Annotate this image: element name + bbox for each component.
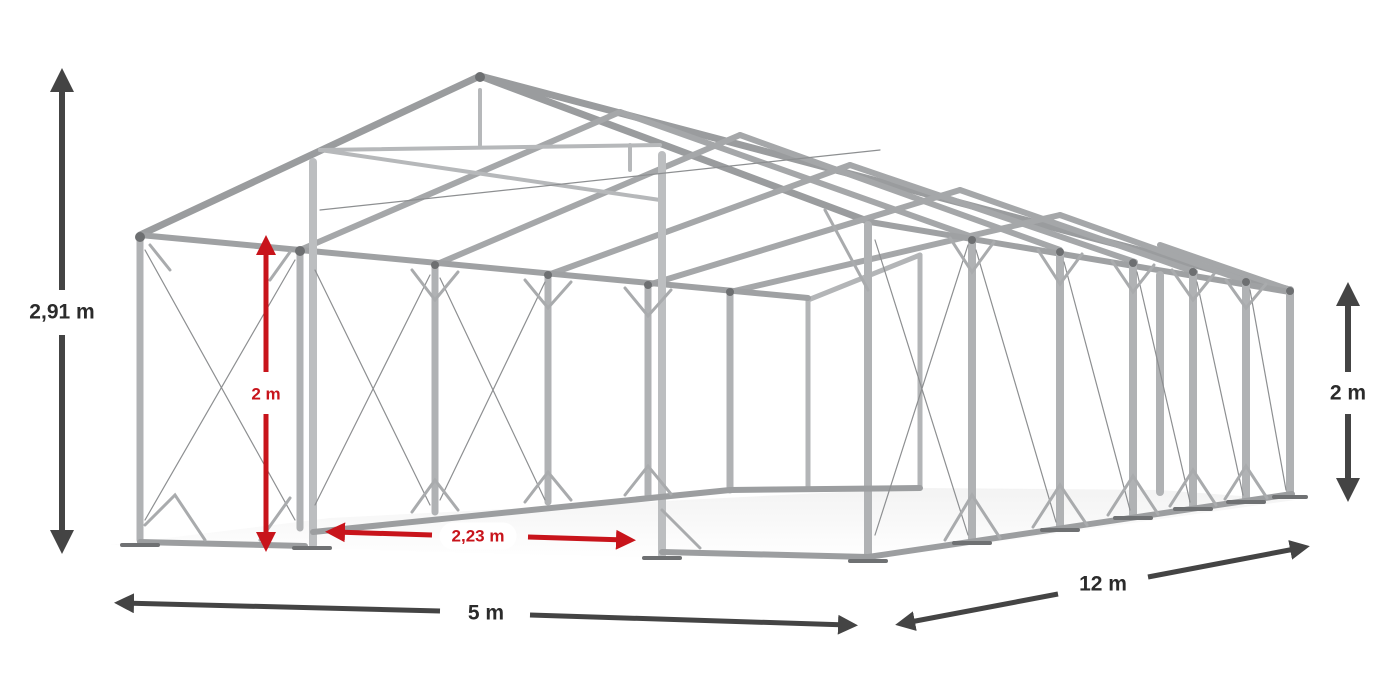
width-arrow-left: [114, 593, 441, 614]
tent-frame: [120, 72, 1308, 563]
purlins: [318, 88, 662, 202]
roof-rafters-left: [297, 109, 1063, 295]
length-arrow-left: [895, 591, 1059, 631]
wind-bracing-cables: [144, 149, 1287, 536]
knee-braces: [148, 208, 1268, 319]
floor-shadow: [110, 488, 1295, 560]
total-height-label: 2,91 m: [19, 297, 105, 327]
side-height-label: 2 m: [1319, 378, 1377, 408]
inner-height-label: 2 m: [239, 380, 293, 408]
width-arrow-right: [529, 612, 858, 635]
length-arrow-right: [1147, 540, 1310, 580]
post-spacing-arrow-left: [325, 522, 433, 543]
roof-rafters-right: [617, 109, 1293, 293]
post-spacing-label: 2,23 m: [439, 522, 517, 550]
ground-beams: [137, 485, 1295, 560]
front-gable-posts: [309, 151, 666, 559]
right-side-posts: [864, 221, 1294, 562]
frame-joints: [135, 72, 1294, 296]
length-label: 12 m: [1069, 569, 1137, 599]
left-side-posts: [136, 234, 734, 544]
foot-braces: [143, 463, 1269, 550]
dimension-arrows: [50, 68, 1360, 635]
width-label: 5 m: [457, 598, 515, 628]
post-spacing-arrow-right: [527, 529, 636, 550]
base-plates: [120, 495, 1308, 563]
